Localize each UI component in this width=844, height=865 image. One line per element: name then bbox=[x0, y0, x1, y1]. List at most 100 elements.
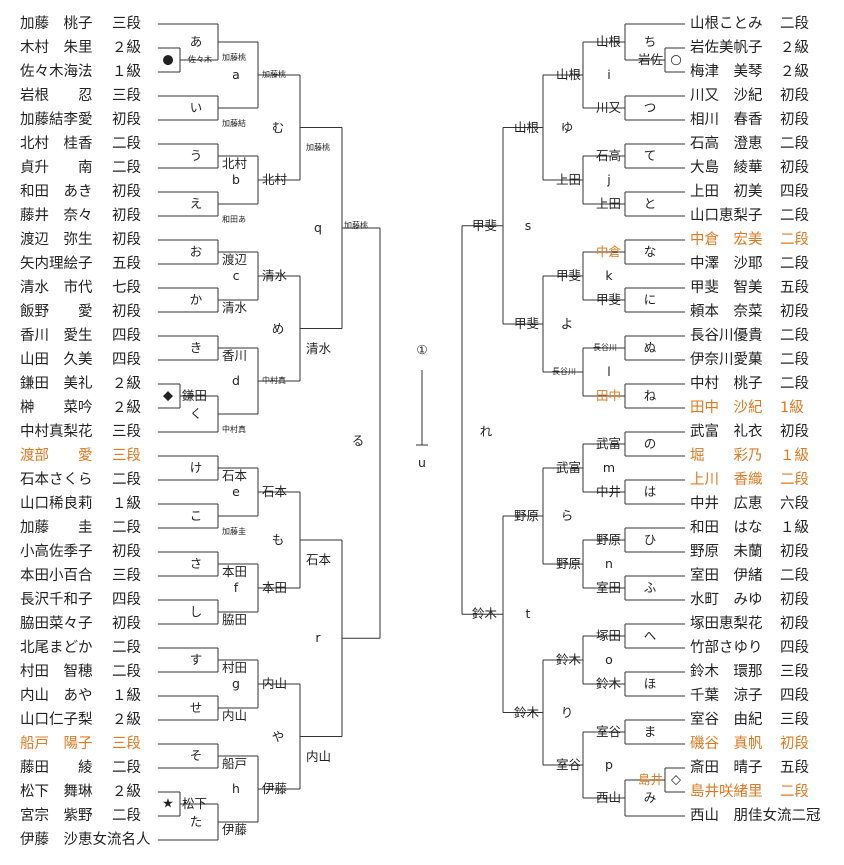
player-name: 斎田 晴子 bbox=[690, 759, 763, 776]
player-rank: 二段 bbox=[112, 471, 141, 488]
player-name: 松下 舞琳 bbox=[20, 783, 93, 800]
player-name: 貞升 南 bbox=[20, 159, 93, 176]
round1-winner: 武富 bbox=[596, 435, 622, 451]
player-rank: 初段 bbox=[780, 735, 809, 752]
player-rank: １級 bbox=[780, 519, 809, 536]
round3-winner: 内山 bbox=[306, 748, 332, 764]
player-rank: 四段 bbox=[780, 639, 809, 656]
player-rank: 初段 bbox=[112, 615, 141, 632]
player-rank: １級 bbox=[780, 447, 809, 464]
round2-winner: 甲斐 bbox=[556, 267, 582, 283]
player-name: 加藤 圭 bbox=[20, 519, 93, 536]
player-name: 石本さくら bbox=[20, 471, 93, 488]
player-rank: 初段 bbox=[112, 231, 141, 248]
player-rank: 初段 bbox=[780, 87, 809, 104]
round1-winner: 加藤結 bbox=[222, 119, 246, 128]
player-rank: 三段 bbox=[112, 423, 141, 440]
game-label: h bbox=[232, 780, 240, 796]
player-name: 和田 はな bbox=[690, 519, 763, 536]
game-label: え bbox=[189, 195, 203, 211]
player-name: 長沢千和子 bbox=[20, 591, 93, 608]
player-rank: 初段 bbox=[112, 183, 141, 200]
player-name: 山口稀良莉 bbox=[20, 495, 93, 512]
player-name: 香川 愛生 bbox=[20, 327, 93, 344]
player-name: 渡部 愛 bbox=[20, 447, 93, 464]
player-rank: 二段 bbox=[112, 759, 141, 776]
player-rank: 初段 bbox=[780, 303, 809, 320]
round1-winner: 中村真 bbox=[222, 425, 246, 434]
player-name: 渡辺 弥生 bbox=[20, 231, 93, 248]
player-rank: 二段 bbox=[112, 159, 141, 176]
player-name: 堀 彩乃 bbox=[690, 447, 763, 464]
player-name: 北村 桂香 bbox=[20, 135, 93, 152]
round1-winner: 石本 bbox=[222, 467, 248, 483]
player-rank: ２級 bbox=[112, 399, 141, 416]
game-label: す bbox=[189, 651, 203, 667]
round3-winner: 鈴木 bbox=[514, 704, 540, 720]
game-label: せ bbox=[189, 699, 203, 715]
player-name: 山田 久美 bbox=[20, 351, 93, 368]
round2-winner: 野原 bbox=[556, 555, 582, 571]
round3-winner: 加藤桃 bbox=[306, 142, 330, 152]
player-name: 榊 菜吟 bbox=[20, 399, 93, 416]
game-label: お bbox=[189, 243, 203, 259]
open-diamond-icon: ◇ bbox=[671, 772, 681, 788]
player-name: 武富 礼衣 bbox=[690, 423, 763, 440]
round1-winner: 伊藤 bbox=[222, 821, 248, 837]
prelim-winner: 鎌田 bbox=[182, 387, 208, 403]
player-name: 和田 あき bbox=[20, 183, 93, 200]
player-name: 北尾まどか bbox=[20, 639, 93, 656]
player-name: 伊藤 沙恵女流名人 bbox=[20, 831, 151, 848]
player-rank: 四段 bbox=[112, 327, 141, 344]
player-rank: ２級 bbox=[112, 39, 141, 56]
round3-winner: 山根 bbox=[514, 119, 540, 135]
prelim-winner: 松下 bbox=[182, 795, 208, 811]
player-name: 室谷 由紀 bbox=[690, 711, 763, 728]
player-name: 水町 みゆ bbox=[690, 591, 763, 608]
player-name: 千葉 涼子 bbox=[690, 687, 763, 704]
game-label: り bbox=[560, 704, 574, 720]
player-name: 矢内理絵子 bbox=[20, 255, 93, 272]
player-name: 藤井 奈々 bbox=[20, 207, 93, 224]
game-label: る bbox=[351, 432, 365, 448]
game-label: k bbox=[605, 267, 613, 283]
player-rank: ２級 bbox=[780, 39, 809, 56]
player-name: 野原 未蘭 bbox=[690, 543, 763, 560]
round4-winner: 加藤桃 bbox=[344, 221, 368, 230]
round1-winner: 渡辺 bbox=[222, 251, 248, 267]
round3-winner: 石本 bbox=[306, 551, 332, 567]
game-label: p bbox=[605, 756, 613, 772]
round3-winner: 野原 bbox=[514, 507, 540, 523]
player-name: 中村真梨花 bbox=[20, 423, 93, 440]
player-name: 中倉 宏美 bbox=[690, 231, 763, 248]
game-label: よ bbox=[560, 315, 574, 331]
game-label: t bbox=[525, 606, 531, 621]
star-icon: ★ bbox=[162, 796, 174, 812]
player-rank: １級 bbox=[112, 63, 141, 80]
game-label: う bbox=[189, 147, 203, 163]
player-name: 伊奈川愛菓 bbox=[690, 351, 763, 368]
round1-winner: 北村 bbox=[222, 155, 248, 171]
game-label: q bbox=[314, 219, 322, 235]
round4-winner: 鈴木 bbox=[472, 606, 498, 621]
final-sub-label: u bbox=[418, 454, 426, 470]
player-rank: １級 bbox=[112, 495, 141, 512]
player-rank: 二段 bbox=[780, 351, 809, 368]
game-label: つ bbox=[643, 99, 657, 115]
player-name: 村田 智穂 bbox=[20, 663, 93, 680]
round4-winner: 甲斐 bbox=[472, 217, 498, 233]
player-name: 木村 朱里 bbox=[20, 39, 93, 56]
player-name: 脇田菜々子 bbox=[20, 615, 93, 632]
player-name: 上川 香織 bbox=[690, 471, 763, 488]
player-name: 加藤 桃子 bbox=[20, 15, 93, 32]
player-name: 頼本 奈菜 bbox=[690, 303, 763, 320]
player-name: 室田 伊緒 bbox=[690, 567, 763, 584]
player-name: 長谷川優貴 bbox=[690, 327, 763, 344]
round1-winner: 中倉 bbox=[596, 243, 622, 259]
player-name: 藤田 綾 bbox=[20, 759, 93, 776]
player-name: 清水 市代 bbox=[20, 279, 93, 296]
player-rank: 三段 bbox=[112, 447, 141, 464]
game-label: こ bbox=[189, 507, 203, 523]
game-label: な bbox=[643, 243, 657, 259]
